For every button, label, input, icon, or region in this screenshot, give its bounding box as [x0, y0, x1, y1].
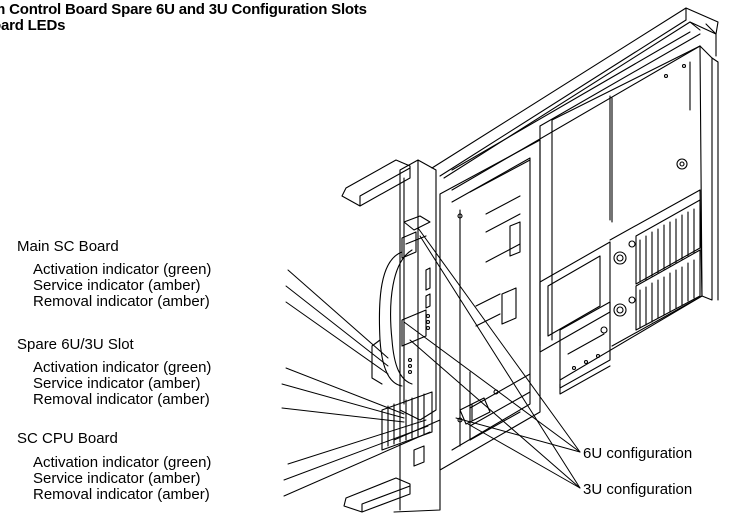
bottom-handle: [343, 477, 411, 513]
spare-slot-removal-label: Removal indicator (amber): [33, 391, 210, 408]
callout-6u-configuration: 6U configuration: [583, 445, 693, 462]
front-panel: [399, 159, 437, 421]
figure-title-line-2: oard LEDs: [0, 17, 66, 34]
lower-connectors: [381, 391, 491, 513]
sc-cpu-service-label: Service indicator (amber): [33, 470, 201, 487]
spare-slot-service-label: Service indicator (amber): [33, 375, 201, 392]
sc-cpu-removal-label: Removal indicator (amber): [33, 486, 210, 503]
heatsink-module: [539, 189, 703, 395]
spare-slot-activation-label: Activation indicator (green): [33, 359, 212, 376]
callout-3u-configuration: 3U configuration: [583, 481, 693, 498]
leader-lines-left: [281, 269, 431, 497]
main-sc-removal-label: Removal indicator (amber): [33, 293, 210, 310]
carrier-board: [439, 139, 541, 471]
chassis-body: [451, 33, 719, 381]
lever-handle: [371, 231, 417, 387]
sc-cpu-activation-label: Activation indicator (green): [33, 454, 212, 471]
group-title-sc-cpu-board: SC CPU Board: [17, 430, 118, 447]
top-handle: [341, 159, 411, 207]
top-frame: [431, 7, 719, 179]
main-sc-activation-label: Activation indicator (green): [33, 261, 212, 278]
leader-lines-right: [403, 227, 581, 489]
group-title-main-sc-board: Main SC Board: [17, 238, 119, 255]
figure-title-line-1: m Control Board Spare 6U and 3U Configur…: [0, 1, 367, 18]
main-sc-service-label: Service indicator (amber): [33, 277, 201, 294]
group-title-spare-slot: Spare 6U/3U Slot: [17, 336, 134, 353]
